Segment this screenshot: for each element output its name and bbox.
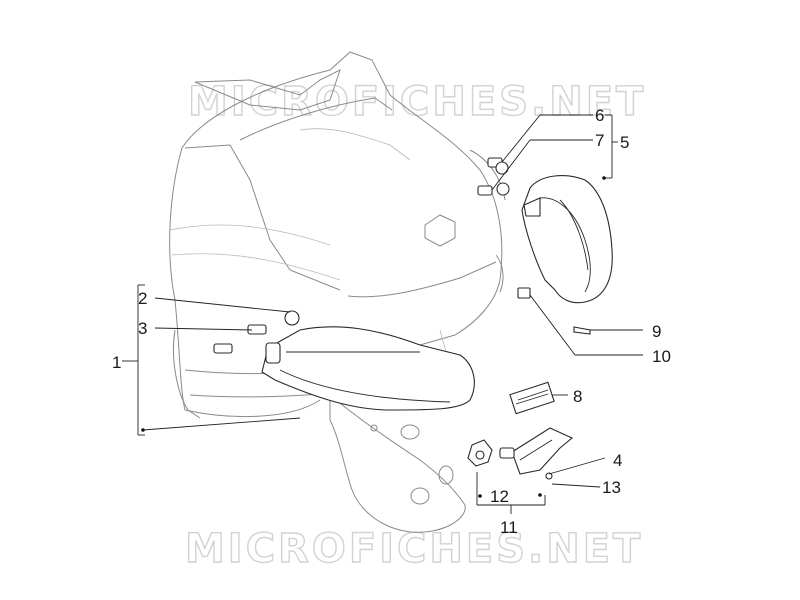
- callout-9: 9: [652, 322, 661, 341]
- watermark-top: MICROFICHES.NET: [188, 79, 646, 125]
- callout-10: 10: [652, 347, 671, 366]
- watermark-bottom: MICROFICHES.NET: [185, 526, 643, 572]
- callout-1: 1: [112, 353, 121, 372]
- reflector: [509, 381, 555, 415]
- callout-5: 5: [620, 133, 629, 152]
- right-lamp-assembly: [521, 175, 613, 304]
- callout-4: 4: [613, 451, 622, 470]
- callout-12: 12: [490, 487, 509, 506]
- callout-8: 8: [573, 387, 582, 406]
- callout-numbers: 1 2 3 4 5 6 7 8 9 10 11 12 13: [112, 106, 671, 537]
- license-bulb-socket: [467, 439, 515, 467]
- license-lamp-holder: [511, 427, 574, 480]
- left-lamp-assembly: [261, 326, 475, 411]
- callout-13: 13: [602, 478, 621, 497]
- callout-2: 2: [138, 289, 147, 308]
- callout-3: 3: [138, 319, 147, 338]
- callout-6: 6: [595, 106, 604, 125]
- leader-lines: [122, 114, 643, 514]
- callout-11: 11: [500, 518, 518, 537]
- callout-7: 7: [595, 131, 604, 150]
